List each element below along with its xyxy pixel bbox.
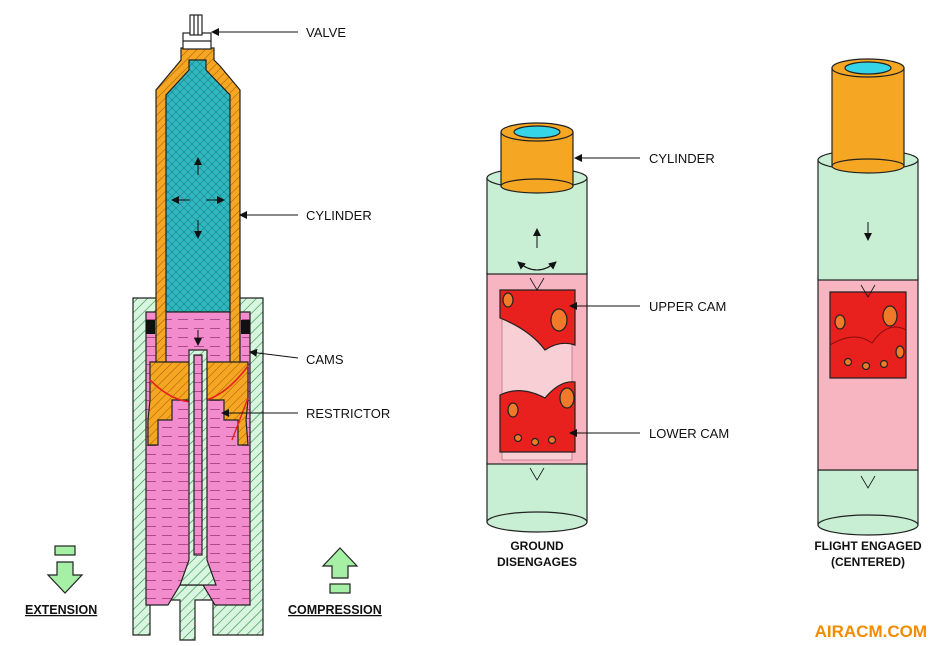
valve-label: VALVE [306, 25, 346, 40]
cams-label: CAMS [306, 352, 344, 367]
restrictor-passage [193, 354, 203, 556]
flight-engaged-assembly: FLIGHT ENGAGED (CENTERED) [814, 58, 922, 569]
compression-label: COMPRESSION [288, 603, 382, 617]
ground-motion-arrows [517, 228, 557, 271]
upper-cam-label: UPPER CAM [649, 299, 726, 314]
extension-arrow-icon [46, 561, 84, 594]
extension-bar-icon [54, 545, 76, 556]
upper-housing-right [817, 159, 919, 281]
left-callouts: VALVE CYLINDER CAMS RESTRICTOR [211, 25, 390, 421]
compression-arrow-icon [321, 547, 359, 579]
upper-housing [486, 177, 588, 275]
cylinder-label-right: CYLINDER [649, 151, 715, 166]
flight-caption-line1: FLIGHT ENGAGED [814, 539, 922, 553]
lower-cam-label: LOWER CAM [649, 426, 729, 441]
extension-label: EXTENSION [25, 603, 97, 617]
extension-legend: EXTENSION [25, 545, 97, 617]
valve-stem [189, 14, 203, 36]
ground-caption-line2: DISENGAGES [497, 555, 577, 569]
upper-cam [499, 289, 576, 351]
ground-disengages-assembly [486, 122, 588, 533]
restrictor-label: RESTRICTOR [306, 406, 390, 421]
right-seal [241, 320, 250, 334]
cam-block-right [205, 361, 249, 446]
left-seal [146, 320, 155, 334]
ground-caption-line1: GROUND [510, 539, 564, 553]
watermark: AIRACM.COM [815, 622, 927, 641]
compression-legend: COMPRESSION [288, 547, 382, 617]
flight-caption-line2: (CENTERED) [831, 555, 905, 569]
compression-bar-icon [329, 583, 351, 594]
cylinder-label-left: CYLINDER [306, 208, 372, 223]
middle-callouts: CYLINDER UPPER CAM LOWER CAM GROUND DISE… [497, 151, 729, 569]
cylinder-tube-right [831, 67, 905, 167]
teal-fluid [165, 59, 231, 313]
damper-cutaway [132, 14, 264, 641]
flow-arrows [171, 157, 225, 346]
